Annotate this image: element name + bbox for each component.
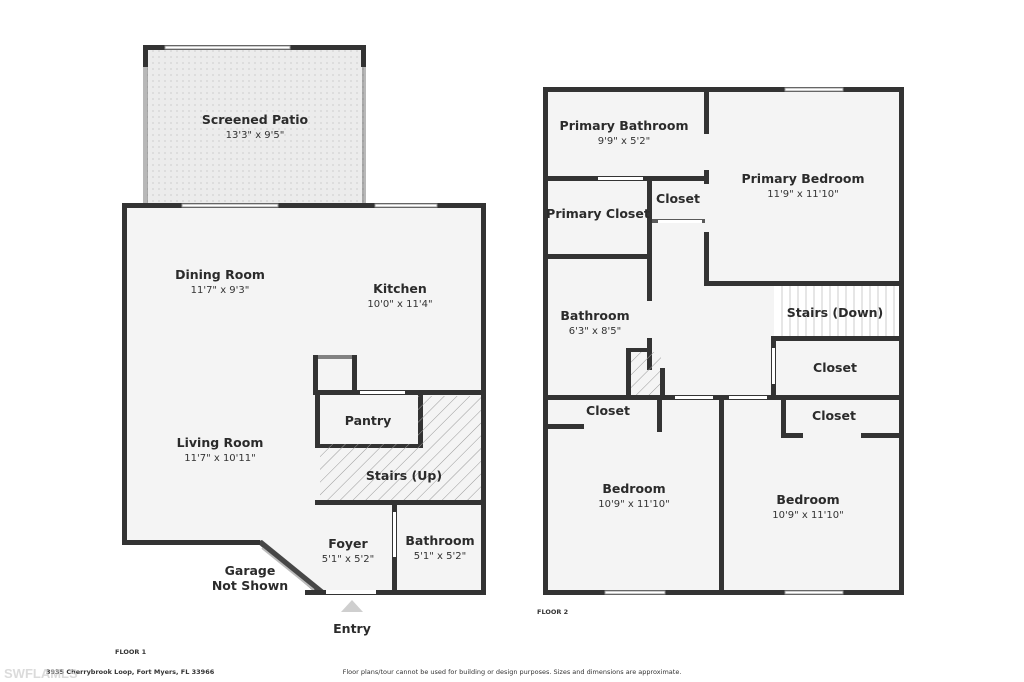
bathroom-floor1-name: Bathroom: [405, 533, 474, 548]
primary-bathroom-name: Primary Bathroom: [560, 118, 689, 133]
labels: Screened Patio 13'3" x 9'5" Dining Room …: [4, 112, 883, 681]
entry-label: Entry: [333, 621, 371, 636]
closet-c-name: Closet: [586, 403, 630, 418]
primary-bathroom-dim: 9'9" x 5'2": [598, 136, 650, 147]
screened-patio-dim: 13'3" x 9'5": [226, 130, 285, 141]
living-room-dim: 11'7" x 10'11": [184, 453, 256, 464]
living-room-name: Living Room: [177, 435, 264, 450]
closet-b-name: Closet: [813, 360, 857, 375]
bathroom-floor1-dim: 5'1" x 5'2": [414, 551, 466, 562]
bedroom-1-name: Bedroom: [602, 481, 665, 496]
bathroom-floor2-name: Bathroom: [560, 308, 629, 323]
pantry-name: Pantry: [345, 413, 391, 428]
bathroom-floor2-dim: 6'3" x 8'5": [569, 326, 621, 337]
kitchen-dim: 10'0" x 11'4": [367, 299, 432, 310]
stairs-down-name: Stairs (Down): [787, 305, 884, 320]
disclaimer-text: Floor plans/tour cannot be used for buil…: [343, 668, 682, 676]
garage-label-line1: Garage: [225, 563, 276, 578]
floor-2-label: FLOOR 2: [537, 608, 568, 616]
dining-room-name: Dining Room: [175, 267, 265, 282]
floor-1: [122, 45, 486, 612]
screened-patio-name: Screened Patio: [202, 112, 309, 127]
closet-a-name: Closet: [656, 191, 700, 206]
bedroom-2-dim: 10'9" x 11'10": [772, 510, 844, 521]
closet-d-name: Closet: [812, 408, 856, 423]
entry-arrow-icon: [341, 600, 363, 612]
bedroom-2-name: Bedroom: [776, 492, 839, 507]
floor-2: [543, 87, 904, 595]
kitchen-name: Kitchen: [373, 281, 427, 296]
foyer-dim: 5'1" x 5'2": [322, 554, 374, 565]
floor-1-label: FLOOR 1: [115, 648, 147, 656]
address-text: 3935 Cherrybrook Loop, Fort Myers, FL 33…: [46, 668, 215, 676]
bedroom-1-dim: 10'9" x 11'10": [598, 499, 670, 510]
foyer-name: Foyer: [328, 536, 368, 551]
primary-closet-name: Primary Closet: [546, 206, 650, 221]
garage-label-line2: Not Shown: [212, 578, 288, 593]
primary-bedroom-name: Primary Bedroom: [741, 171, 864, 186]
primary-bedroom-dim: 11'9" x 11'10": [767, 189, 839, 200]
dining-room-dim: 11'7" x 9'3": [191, 285, 250, 296]
watermark-logo: SWFLAMLS: [4, 666, 78, 681]
stairs-up-name: Stairs (Up): [366, 468, 442, 483]
